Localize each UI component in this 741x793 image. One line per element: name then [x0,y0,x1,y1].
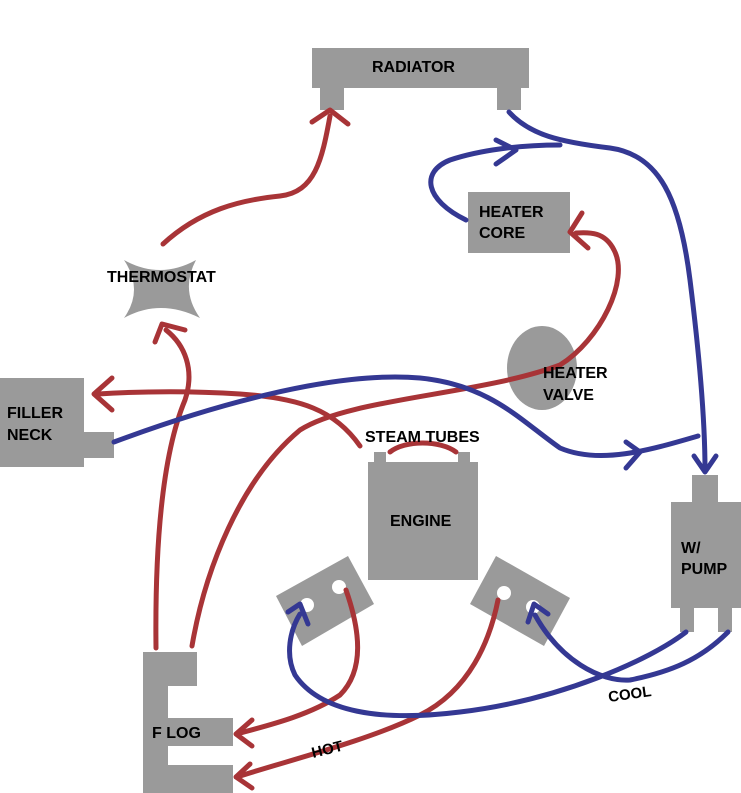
hot-lines [91,107,621,791]
heater-core [468,192,570,253]
cool-arrow-pump-inlet [691,453,719,475]
pump-label-line1: W/ [681,540,701,557]
cool-label: COOL [607,683,652,706]
radiator [312,48,529,110]
cool-line-pump-to-head-right [532,612,731,683]
hot-line-steam-to-filler [95,389,363,449]
cool-arrow-heater-core [493,137,519,167]
hot-arrow-filler [91,375,115,413]
heater-valve-label-line2: VALVE [543,387,594,404]
hot-line-head-right-to-flog [237,597,501,779]
cool-line-filler-to-pump [111,374,701,459]
heater-valve-label-line1: HEATER [543,365,608,382]
cool-arrow-head-left [285,601,311,627]
filler-neck-label-line2: NECK [7,427,53,444]
thermostat-body [124,260,200,318]
f-log-label: F LOG [152,725,201,742]
hot-line-flog-to-thermostat [153,327,192,651]
cool-line-pump-to-head-left [287,611,689,719]
hot-line-head-left-to-flog [237,587,361,736]
hot-line-steam-tubes [387,440,459,455]
cylinder-head-right [470,556,570,646]
hot-label: HOT [310,738,345,762]
cool-line-radiator-to-heater-core [428,142,563,223]
heater-core-label-line2: CORE [479,225,526,242]
cylinder-head-left [276,556,374,646]
pump-label-line2: PUMP [681,561,728,578]
hot-arrow-flog-upper [233,717,255,749]
engine-label: ENGINE [390,513,452,530]
engine [368,452,478,580]
filler-neck-label-line1: FILLER [7,405,63,422]
hot-line-thermostat-to-radiator [160,113,333,247]
filler-neck [0,378,114,467]
hot-arrow-heater-core [567,210,591,251]
cool-arrow-head-right [525,601,551,625]
heater-core-label-line1: HEATER [479,204,544,221]
radiator-label: RADIATOR [372,59,455,76]
hot-line-flog-to-heater-core [189,230,621,649]
hot-arrow-flog-lower [233,761,255,791]
hot-arrow-radiator-inlet [309,107,351,127]
water-pump [671,475,741,632]
f-log [143,652,233,793]
cool-line-radiator-to-pump [506,109,708,473]
hot-arrow-thermostat-inlet [152,321,188,345]
thermostat-label: THERMOSTAT [107,269,216,286]
cool-lines [111,109,731,719]
heater-valve [507,326,577,410]
cool-arrow-pump-valve [623,439,643,471]
steam-tubes-label: STEAM TUBES [365,429,480,446]
